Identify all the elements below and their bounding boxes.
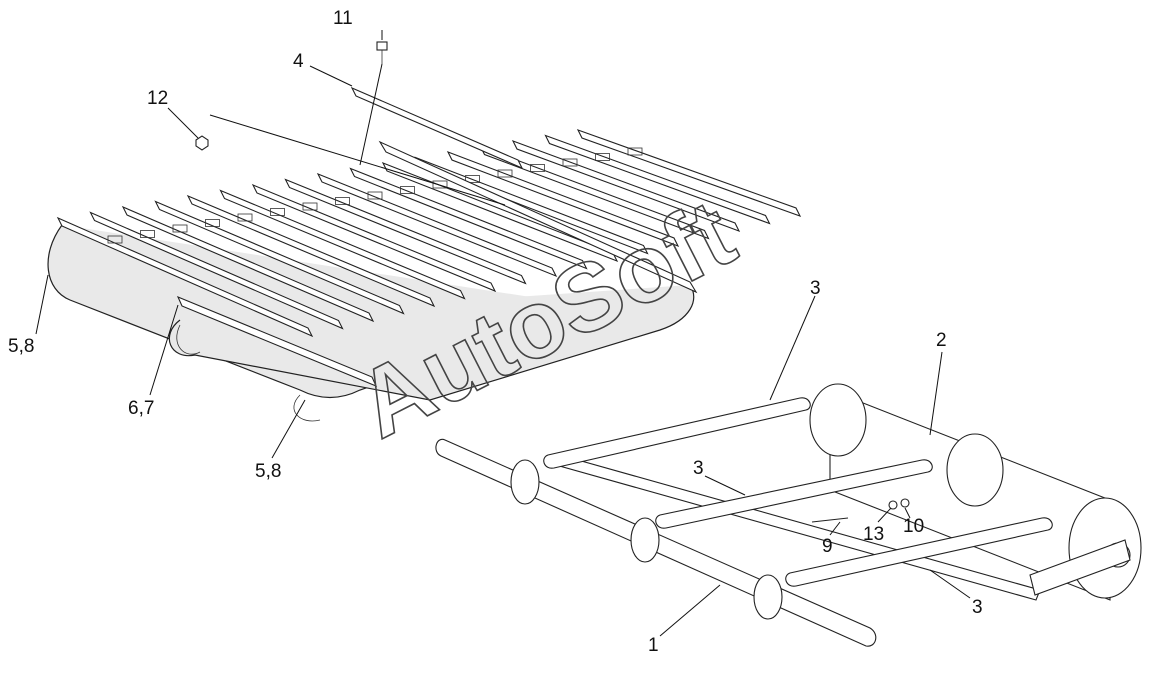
callout-2: 2 [936,330,947,351]
callout-6-7: 6,7 [128,398,154,419]
callout-3-middle: 3 [693,458,704,479]
slat-bar [154,200,405,315]
slat-bar [56,216,314,338]
slat-bar [511,140,741,232]
chain-link [237,213,253,222]
slat-bar [576,129,802,217]
callout-13: 13 [863,524,884,545]
guide-rail [350,86,524,170]
bolt-icon [376,41,388,64]
chain-link [270,208,285,216]
callout-4: 4 [293,51,304,72]
slat-bar [121,205,375,323]
chain-link [140,230,155,238]
chain-link [302,202,318,211]
chain-link [465,175,480,183]
chain-link [367,191,383,200]
sprocket-icon [510,459,783,620]
callout-3-top: 3 [810,278,821,299]
callout-11: 11 [333,8,353,29]
shaft-frame-assembly [435,383,1142,647]
drum-roller [809,383,1142,601]
slat-bars [56,129,802,338]
chain-link [562,158,578,167]
side-bar-bottom [176,295,378,388]
drive-chain-right [168,284,695,401]
callout-9: 9 [822,536,833,557]
callout-3-bottom: 3 [972,597,983,618]
nut-icon-10 [900,498,910,508]
chain-link [335,197,350,205]
callout-labels: 11 4 12 5,8 6,7 5,8 3 2 3 9 13 10 3 1 [8,8,983,656]
callout-1: 1 [648,635,659,656]
side-bar-top [378,140,698,294]
slat-bar [479,145,710,240]
washer-icon [888,500,898,510]
chain-link [530,164,545,172]
slat-bar [544,134,771,225]
chain-link [107,235,123,244]
slat-bar [251,183,497,293]
slat-bar [186,194,436,308]
slat-bar [446,150,680,248]
frame-bar-middle [655,459,933,529]
callout-12: 12 [147,88,168,109]
chain-link [400,186,415,194]
slat-bar [316,172,558,278]
chain-link [595,153,610,161]
nut-icon [195,135,209,151]
callout-5-8-upper: 5,8 [8,336,34,357]
chain-link [172,224,188,233]
slat-conveyor-assembly [47,41,802,422]
callout-5-8-lower: 5,8 [255,461,281,482]
chain-link [205,219,220,227]
slat-bar [89,211,344,330]
callout-10: 10 [903,516,924,537]
leader-lines [35,30,971,637]
chain-link [497,169,513,178]
frame-bar-top [543,397,811,469]
slat-bar [219,189,466,300]
chain-link [627,147,643,156]
slat-bar [284,178,527,285]
chain-link [432,180,448,189]
pin-icon [811,517,849,523]
frame-bar-bottom [785,517,1053,587]
